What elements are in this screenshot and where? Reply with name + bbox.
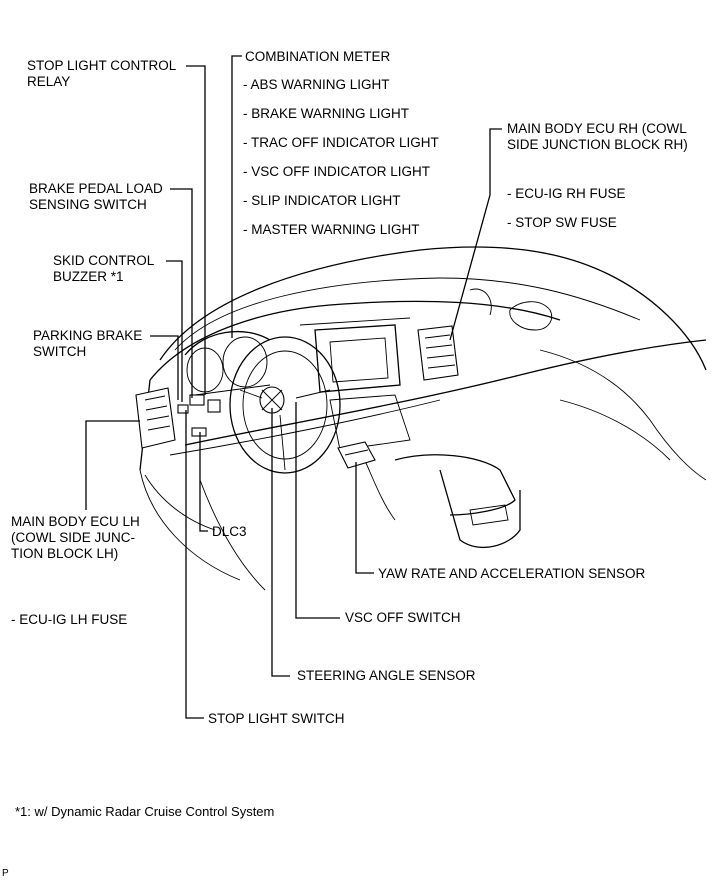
meter-item-slip: - SLIP INDICATOR LIGHT [243, 193, 401, 208]
main-body-ecu-lh-part [135, 387, 176, 449]
yaw-rate-sensor-label: YAW RATE AND ACCELERATION SENSOR [378, 566, 646, 581]
meter-item-master: - MASTER WARNING LIGHT [243, 222, 420, 237]
meter-item-trac-off: - TRAC OFF INDICATOR LIGHT [243, 135, 439, 150]
brake-pedal-load-sensing-switch-label: BRAKE PEDAL LOAD SENSING SWITCH [29, 181, 163, 212]
main-body-ecu-lh-label: MAIN BODY ECU LH (COWL SIDE JUNC- TION B… [11, 514, 140, 561]
skid-control-buzzer-label: SKID CONTROL BUZZER *1 [53, 253, 155, 284]
steering-wheel [229, 336, 341, 474]
stop-light-switch-label: STOP LIGHT SWITCH [208, 711, 345, 726]
footnote: *1: w/ Dynamic Radar Cruise Control Syst… [15, 804, 275, 819]
stop-sw-fuse-label: - STOP SW FUSE [507, 215, 617, 230]
vsc-off-switch-label: VSC OFF SWITCH [345, 610, 461, 625]
leader-lines [85, 55, 502, 719]
parking-brake-switch-label: PARKING BRAKE SWITCH [33, 328, 143, 359]
meter-item-abs: - ABS WARNING LIGHT [243, 77, 390, 92]
meter-item-vsc-off: - VSC OFF INDICATOR LIGHT [243, 164, 431, 179]
main-body-ecu-rh-part [417, 325, 459, 381]
dlc3-label: DLC3 [212, 524, 247, 539]
dashboard-outline [139, 246, 707, 591]
stop-light-control-relay-label: STOP LIGHT CONTROL RELAY [27, 58, 177, 89]
combination-meter-label: COMBINATION METER [245, 49, 391, 64]
page-mark: P [2, 868, 9, 879]
meter-item-brake: - BRAKE WARNING LIGHT [243, 106, 410, 121]
ecu-ig-rh-fuse-label: - ECU-IG RH FUSE [507, 186, 626, 201]
brake-area-parts [177, 394, 221, 437]
yaw-rate-sensor-part [337, 441, 376, 469]
ecu-ig-lh-fuse-label: - ECU-IG LH FUSE [11, 612, 128, 627]
steering-angle-sensor-label: STEERING ANGLE SENSOR [297, 668, 476, 683]
main-body-ecu-rh-label: MAIN BODY ECU RH (COWL SIDE JUNCTION BLO… [507, 121, 688, 152]
